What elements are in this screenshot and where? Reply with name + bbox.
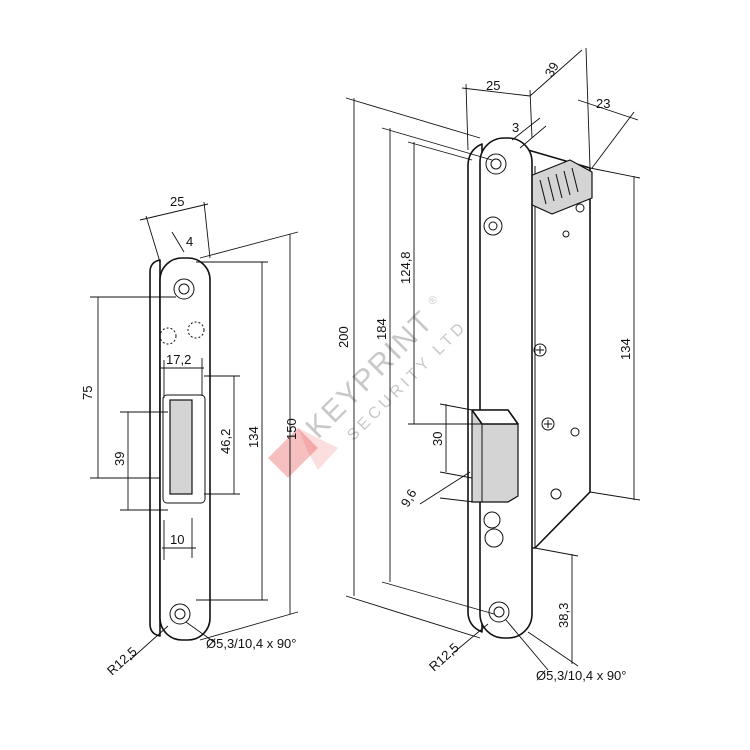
- latch-bolt-face: [471, 409, 519, 425]
- lock-screw-icon: [483, 216, 503, 236]
- watermark-registered-mark: ®: [426, 294, 440, 308]
- lock-radius-label: R12,5: [426, 640, 462, 674]
- lock-lower-screw2-icon: [484, 528, 504, 548]
- lock-cross-screw-top-icon: [533, 343, 547, 357]
- lock-dim-depth: 39: [542, 59, 562, 79]
- housing-screw-top-icon: [575, 203, 585, 213]
- lock-faceplate: [479, 137, 533, 639]
- strike-top-hole-inner-icon: [178, 283, 190, 295]
- lock-dim-bottom-offset: 38,3: [556, 603, 571, 628]
- lock-dim-body-width: 23: [596, 96, 610, 111]
- strike-hole-label: Ø5,3/10,4 x 90°: [206, 636, 296, 651]
- lock-dim-latch-height: 30: [430, 432, 445, 446]
- lock-hole-label: Ø5,3/10,4 x 90°: [536, 668, 626, 683]
- housing-screw-bottom-icon: [550, 488, 562, 500]
- housing-screw-low-icon: [570, 427, 580, 437]
- housing-screw-mid-icon: [562, 230, 570, 238]
- strike-dim-length: 150: [284, 418, 299, 440]
- strike-dim-opening-to-hole: 75: [80, 386, 95, 400]
- lock-dim-offset: 3: [512, 120, 519, 135]
- strike-dim-opening-width: 17,2: [166, 352, 191, 367]
- watermark: KEYPRINT ® SECURITY LTD: [268, 294, 471, 478]
- strike-bottom-hole-inner-icon: [174, 608, 186, 620]
- lock-top-hole-icon: [485, 153, 507, 175]
- strike-knockout-left-icon: [159, 327, 177, 345]
- strike-radius-label: R12,5: [104, 644, 140, 678]
- strike-opening-outer: [162, 394, 206, 504]
- lock-dim-total-length: 200: [336, 326, 351, 348]
- strike-bottom-hole-icon: [169, 603, 191, 625]
- strike-top-hole-icon: [173, 278, 195, 300]
- strike-dim-width: 25: [170, 194, 184, 209]
- lock-bottom-hole-inner-icon: [493, 606, 505, 618]
- strike-dim-offset: 4: [186, 234, 193, 249]
- strike-plate-side-edge: [149, 259, 161, 637]
- strike-dim-opening-height: 39: [112, 452, 127, 466]
- lock-bottom-hole-icon: [488, 601, 510, 623]
- lock-cross-screw-bottom-icon: [541, 417, 555, 431]
- lock-dim-latch-projection: 9,6: [398, 486, 420, 509]
- strike-plate: 25 4 75 39 17,2 46,2 10 134: [80, 194, 299, 678]
- lock-dim-faceplate-width: 25: [486, 78, 500, 93]
- watermark-logo-icon-shadow: [298, 428, 338, 470]
- lock-faceplate-side: [467, 143, 483, 633]
- lock-dim-body-height: 134: [618, 338, 633, 360]
- strike-dim-bottom-width: 10: [170, 532, 184, 547]
- strike-opening-inner: [169, 399, 193, 495]
- lock-dim-holes-centers: 184: [374, 318, 389, 340]
- lock-top-hole-inner-icon: [490, 158, 502, 170]
- lock-dim-to-latch: 124,8: [398, 251, 413, 284]
- strike-knockout-right-icon: [187, 321, 205, 339]
- lock-screw-inner-icon: [488, 221, 498, 231]
- strike-dim-holes-centers: 134: [246, 426, 261, 448]
- terminal-screws-icon: [539, 167, 579, 205]
- lock-lower-screw-icon: [483, 511, 501, 529]
- watermark-logo-icon: [268, 428, 318, 478]
- strike-dim-inner-height: 46,2: [218, 429, 233, 454]
